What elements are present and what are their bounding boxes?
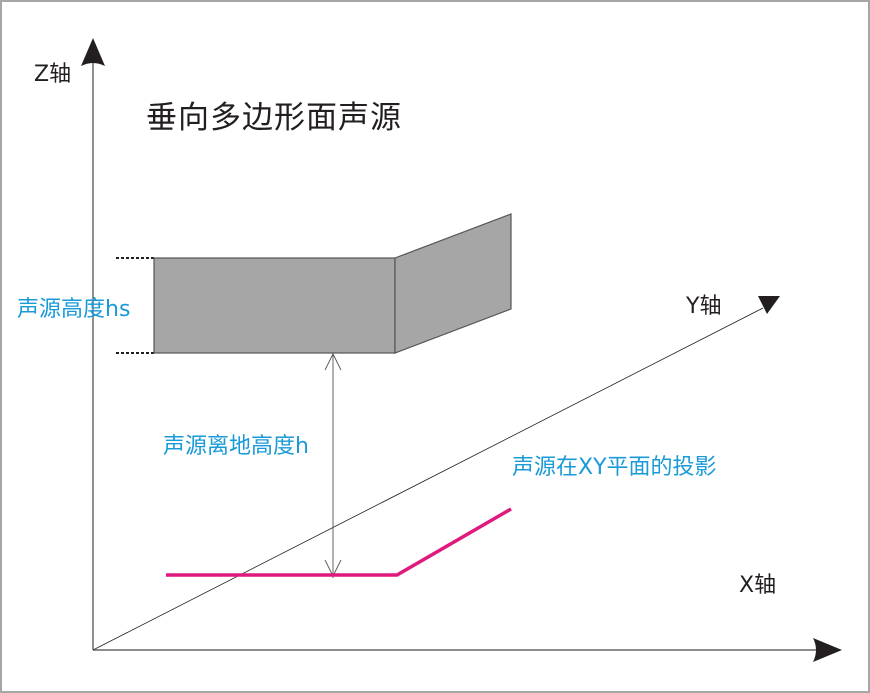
y-axis-label: Y轴 bbox=[686, 294, 722, 319]
projection-line bbox=[166, 507, 512, 577]
vertical-polygon-surface bbox=[153, 213, 512, 354]
y-axis bbox=[92, 296, 780, 651]
z-axis bbox=[81, 38, 105, 650]
ground-height-label: 声源离地高度h bbox=[163, 434, 309, 459]
z-axis-label: Z轴 bbox=[34, 62, 72, 87]
source-height-label: 声源高度hs bbox=[17, 297, 131, 322]
z-axis-arrow-icon bbox=[81, 38, 105, 66]
arrowhead-up-icon bbox=[324, 352, 342, 371]
height-guides bbox=[116, 257, 154, 354]
x-axis-label: X轴 bbox=[739, 573, 777, 598]
diagram-title: 垂向多边形面声源 bbox=[146, 100, 402, 136]
surface-side-face bbox=[394, 213, 512, 354]
surface-front-face bbox=[153, 257, 396, 354]
x-axis bbox=[93, 638, 842, 662]
x-axis-arrow-icon bbox=[813, 638, 842, 662]
y-axis-arrow-icon bbox=[758, 296, 780, 314]
ground-height-arrow bbox=[324, 352, 342, 578]
projection-label: 声源在XY平面的投影 bbox=[512, 455, 717, 480]
